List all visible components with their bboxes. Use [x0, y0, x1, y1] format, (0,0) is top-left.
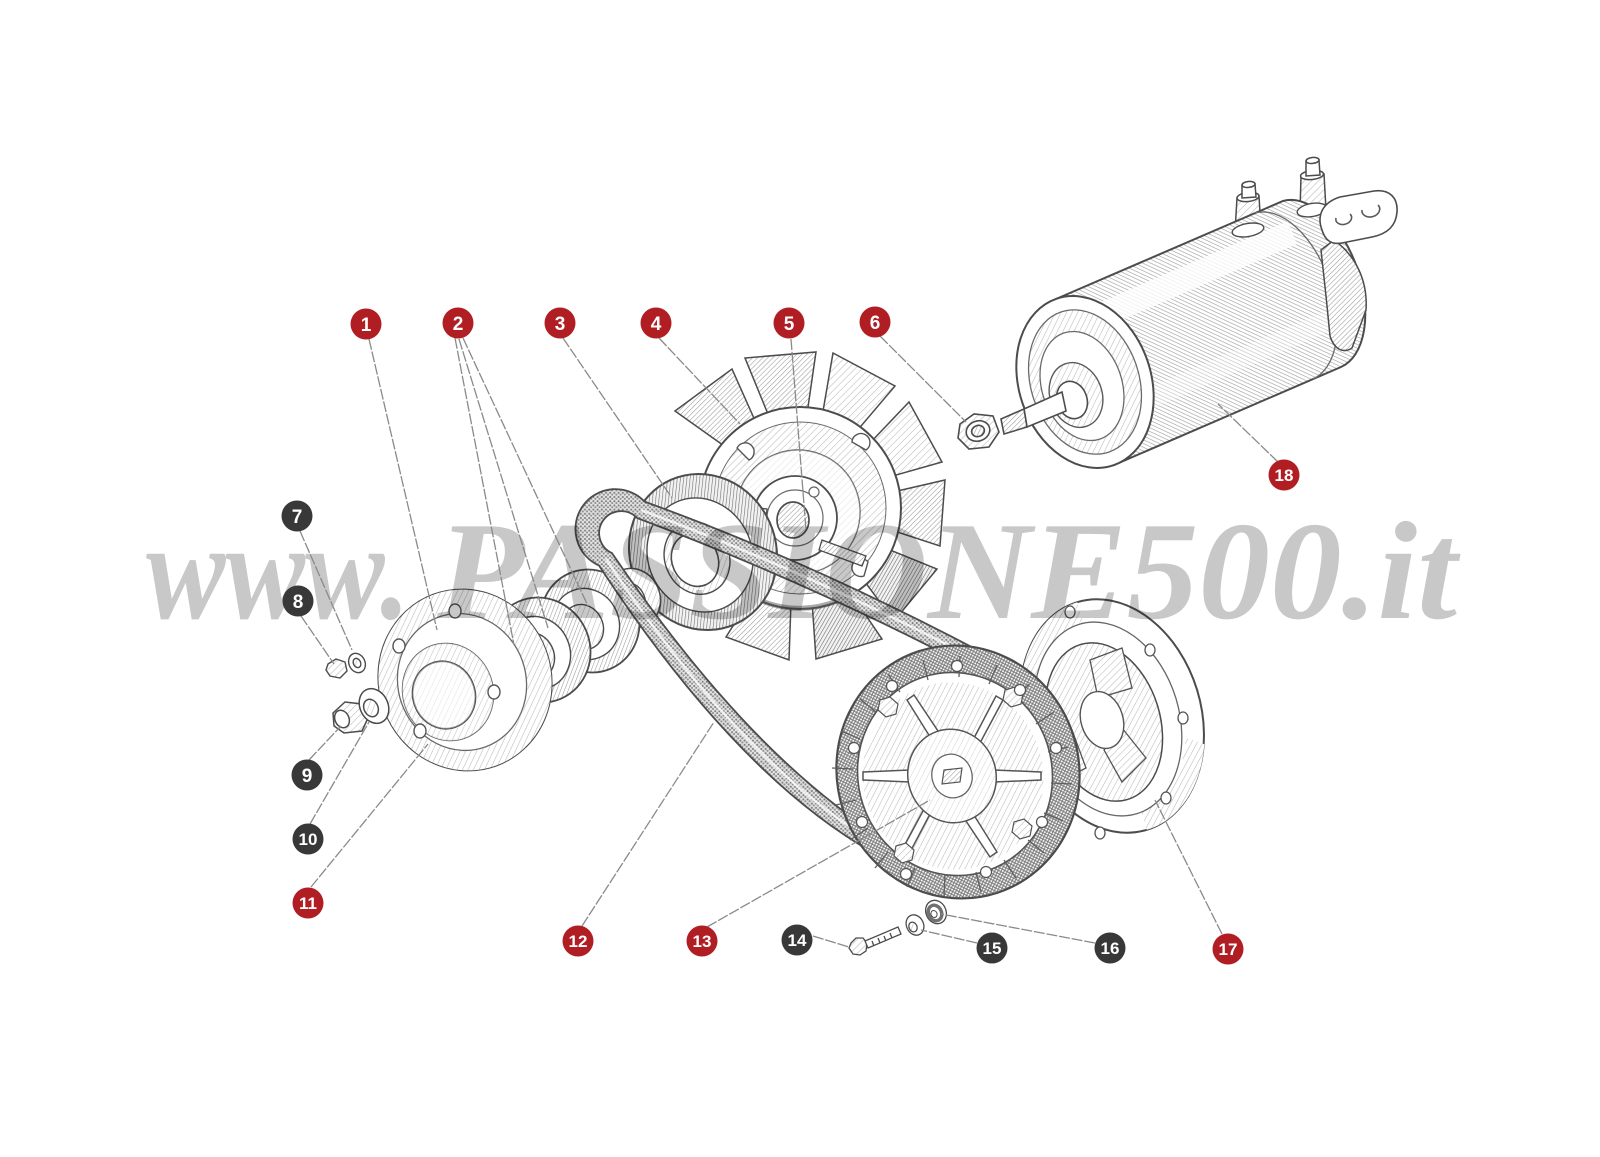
- svg-text:4: 4: [651, 314, 662, 335]
- svg-text:6: 6: [870, 313, 881, 334]
- svg-text:3: 3: [555, 314, 566, 335]
- svg-text:17: 17: [1219, 940, 1238, 959]
- svg-text:7: 7: [292, 507, 303, 528]
- svg-text:10: 10: [299, 830, 318, 849]
- svg-text:8: 8: [293, 592, 304, 613]
- svg-text:www.: www.: [146, 494, 410, 649]
- svg-text:14: 14: [788, 931, 807, 950]
- svg-text:5: 5: [784, 314, 795, 335]
- svg-text:1: 1: [361, 315, 372, 336]
- svg-text:15: 15: [983, 939, 1002, 958]
- svg-text:11: 11: [299, 894, 317, 913]
- svg-text:13: 13: [693, 932, 712, 951]
- svg-text:PASSIONE500.it: PASSIONE500.it: [436, 494, 1461, 649]
- svg-text:18: 18: [1275, 466, 1294, 485]
- svg-text:12: 12: [569, 932, 588, 951]
- svg-text:2: 2: [453, 314, 464, 335]
- svg-text:9: 9: [302, 766, 313, 787]
- svg-text:16: 16: [1101, 939, 1120, 958]
